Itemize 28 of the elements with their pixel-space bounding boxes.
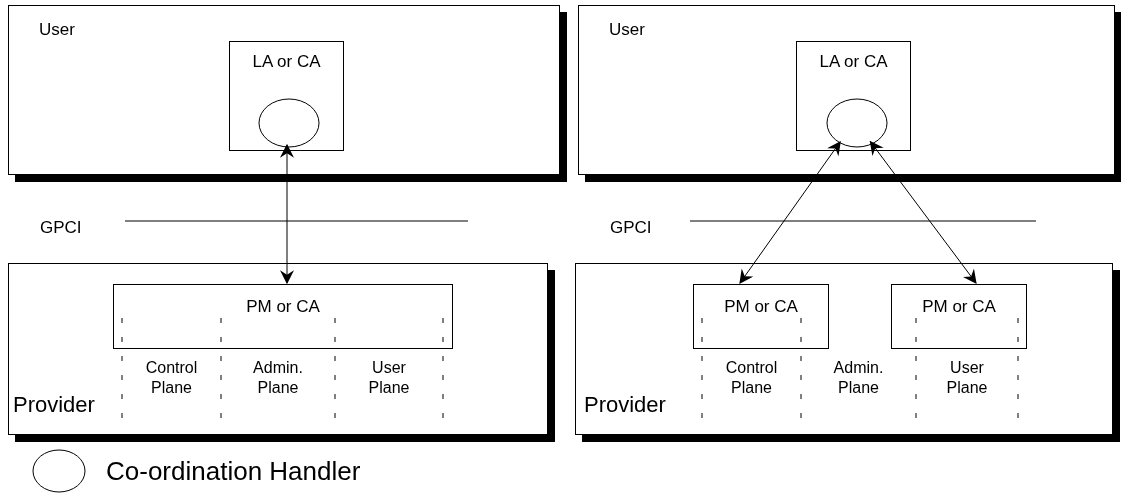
coordination-handler-circle [258,98,320,148]
plane-label: User Plane [945,358,989,398]
panel-title: User [39,20,75,40]
process-box [796,41,911,151]
arrow [869,140,977,284]
arrow [739,140,841,284]
plane-label: User Plane [367,358,411,398]
panel-title: Provider [13,392,95,418]
plane-label: Admin. Plane [252,358,304,398]
box-label: PM or CA [723,297,799,317]
interface-label: GPCI [610,218,652,238]
panel-title: User [609,20,645,40]
process-box [693,284,829,349]
legend-label: Co-ordination Handler [106,456,361,486]
box-label: LA or CA [251,52,322,72]
process-box [113,284,453,349]
process-box [229,41,344,151]
interface-label: GPCI [40,218,82,238]
box-label: LA or CA [818,52,889,72]
plane-label: Control Plane [724,358,779,398]
plane-label: Admin. Plane [832,358,885,398]
coordination-handler-circle [826,98,888,148]
box-label: PM or CA [921,297,997,317]
box-label: PM or CA [245,297,321,317]
process-box [891,284,1027,349]
panel-title: Provider [584,392,666,418]
arrow [280,143,294,285]
plane-label: Control Plane [144,358,199,398]
